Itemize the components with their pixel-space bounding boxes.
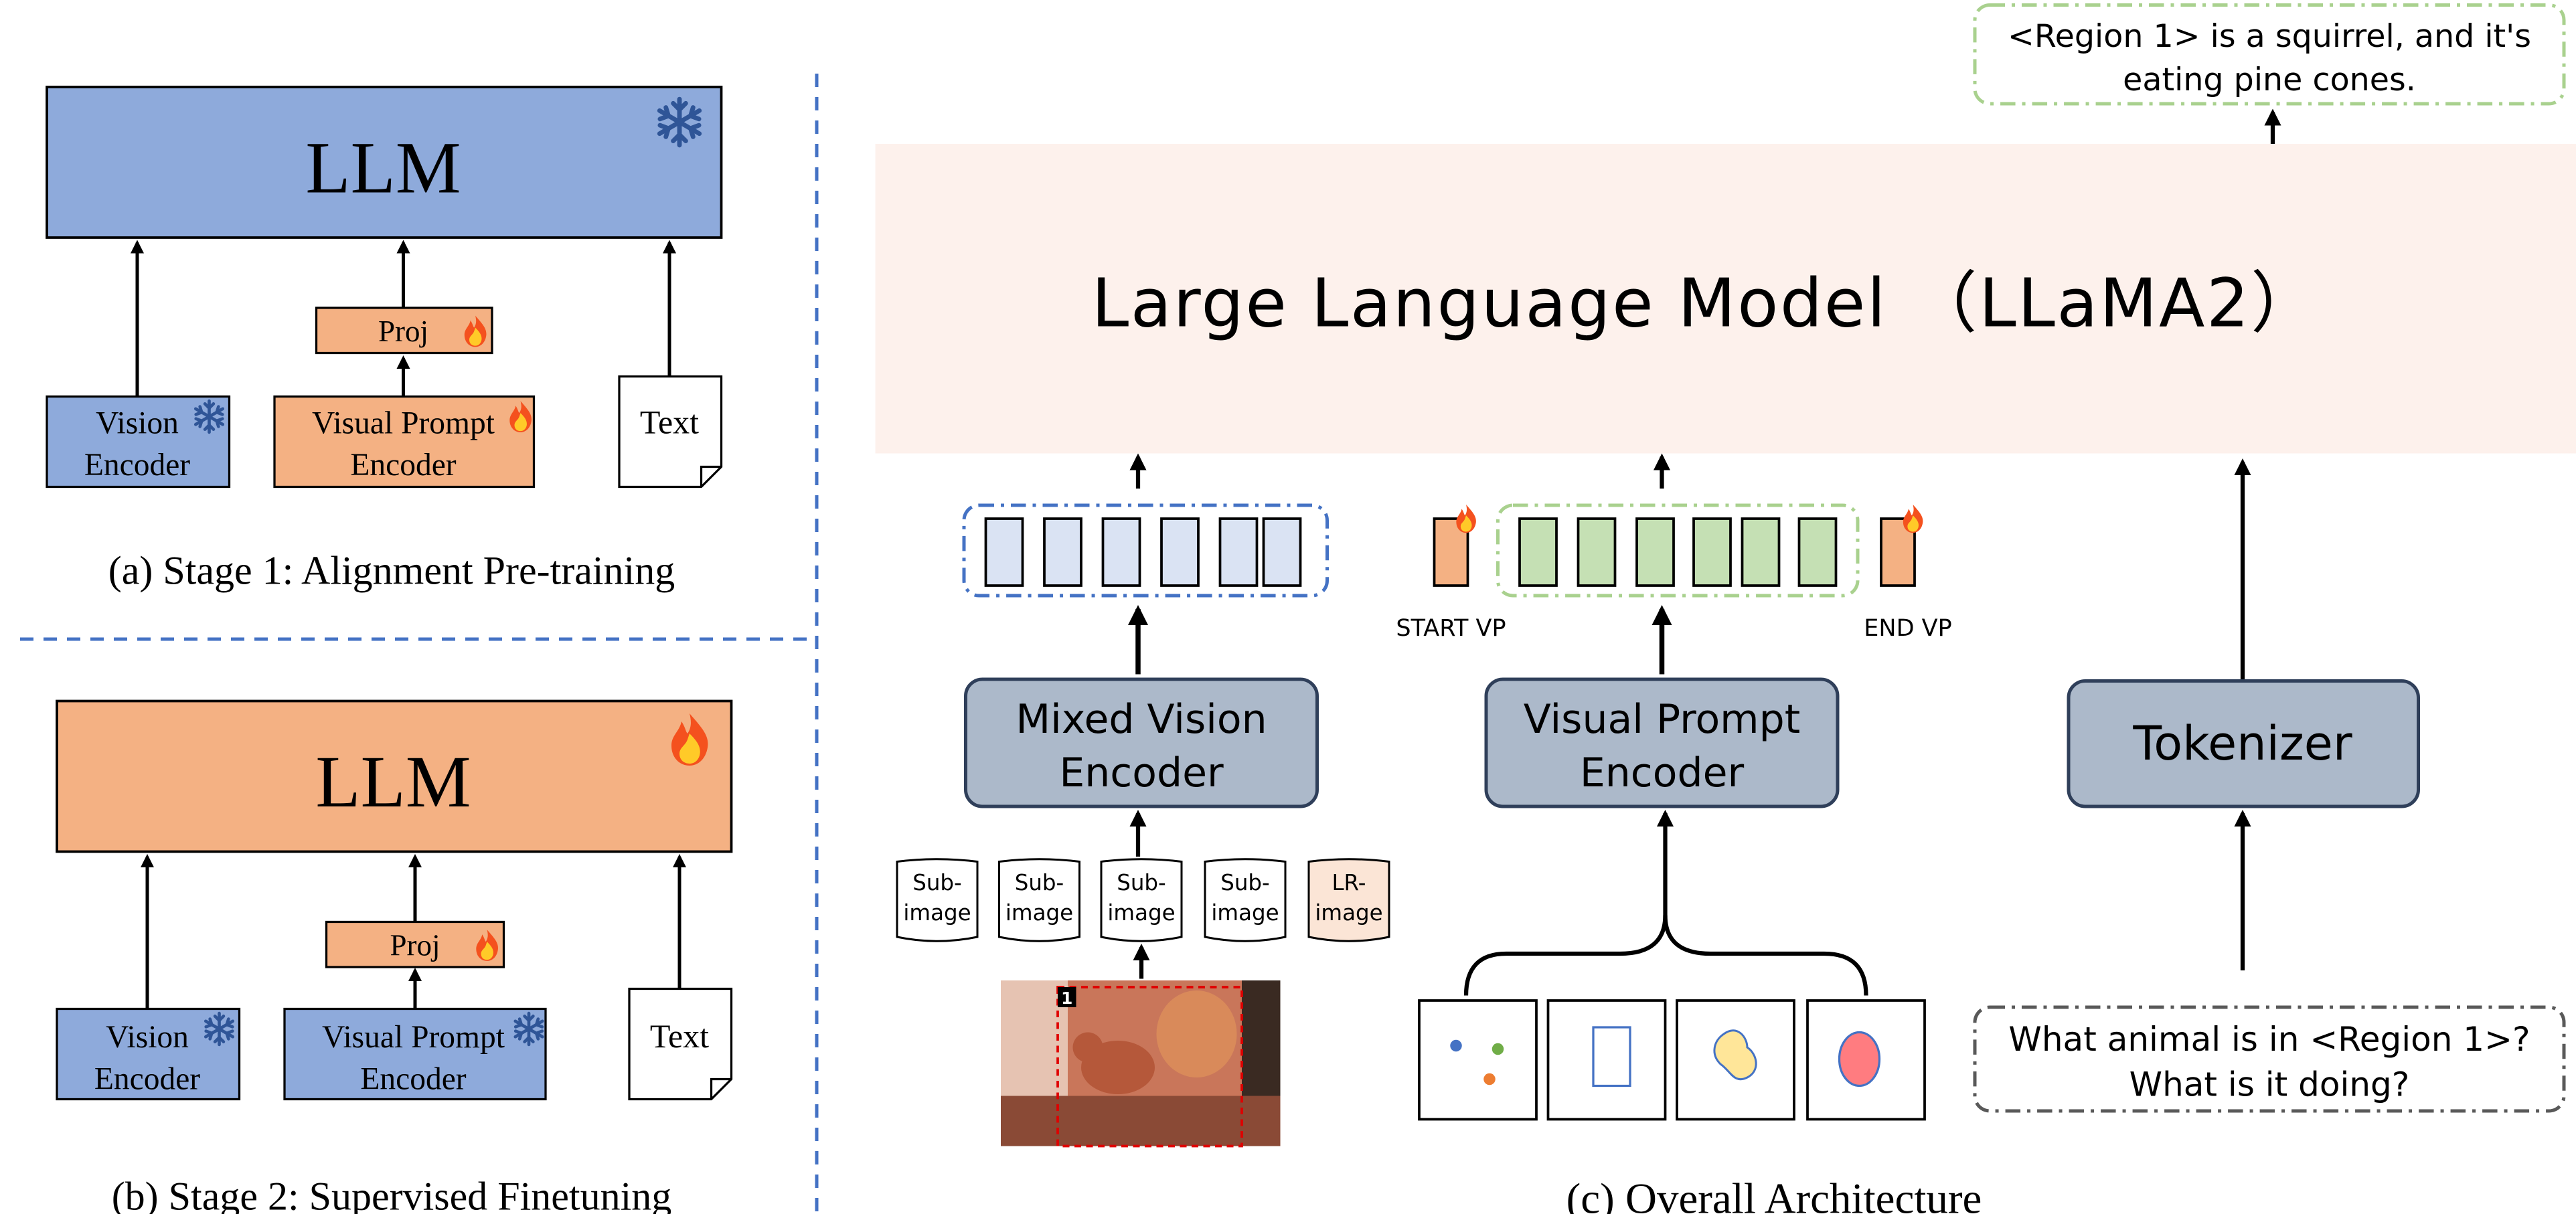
region-marker xyxy=(1058,987,1076,1007)
stage1-panel: LLM Proj Vision Encoder Visual Prompt En… xyxy=(46,86,723,593)
stage1-proj-box xyxy=(315,307,493,355)
start-vp-label: START VP xyxy=(1396,615,1506,642)
output-text: eating pine cones. xyxy=(2123,62,2416,98)
stage2-vp-encoder-label: Encoder xyxy=(360,1062,466,1097)
stage2-text-doc xyxy=(628,987,733,1101)
visual-token xyxy=(1101,517,1141,587)
output-box xyxy=(1973,3,2566,106)
mixed-vision-encoder-label: Encoder xyxy=(1059,750,1224,796)
question-box xyxy=(1973,1005,2566,1113)
squirrel-photo: 1 xyxy=(1001,980,1281,1148)
prompt-token xyxy=(1518,517,1558,587)
prompt-brace xyxy=(1463,915,1868,996)
question-text: What animal is in <Region 1>? xyxy=(2008,1020,2530,1059)
stage1-vp-encoder-label: Visual Prompt xyxy=(312,406,495,441)
stage1-vision-encoder-label: Encoder xyxy=(84,448,190,483)
start-vp-token xyxy=(1433,517,1469,587)
stage1-llm-label: LLM xyxy=(305,127,461,209)
stage2-caption: (b) Stage 2: Supervised Finetuning xyxy=(112,1175,672,1214)
tile-label: image xyxy=(1315,900,1382,926)
stage1-vp-encoder-label: Encoder xyxy=(350,448,456,483)
point-prompt xyxy=(1418,999,1538,1121)
region-marker-label: 1 xyxy=(1061,988,1072,1008)
stage2-vision-encoder-label: Vision xyxy=(106,1020,189,1055)
tokenizer-label: Tokenizer xyxy=(2132,716,2352,771)
prompt-token xyxy=(1635,517,1675,587)
stage1-vision-encoder-label: Vision xyxy=(96,406,179,441)
tokenizer-box xyxy=(2067,679,2421,808)
lr-image-tile xyxy=(1307,858,1390,942)
sub-image-tile xyxy=(1100,858,1183,942)
fire-icon xyxy=(1456,504,1476,533)
tile-label: image xyxy=(1211,900,1279,926)
prompt-token xyxy=(1797,517,1838,587)
mixed-vision-encoder-label: Mixed Vision xyxy=(1016,696,1267,743)
visual-token xyxy=(1218,517,1259,587)
stage2-proj-box xyxy=(325,920,505,968)
prompt-tokens xyxy=(1518,517,1838,587)
visual-tokens xyxy=(984,517,1302,587)
visual-prompt-examples xyxy=(1418,999,1926,1121)
tile-label: LR- xyxy=(1332,870,1366,895)
prompt-token xyxy=(1577,517,1617,587)
stage2-vision-encoder-label: Encoder xyxy=(94,1062,200,1097)
tile-label: Sub- xyxy=(1117,870,1166,895)
stage1-text-doc xyxy=(618,375,723,489)
tile-label: image xyxy=(903,900,971,926)
stage2-text-label: Text xyxy=(650,1017,709,1055)
tile-label: Sub- xyxy=(1015,870,1064,895)
visual-prompt-encoder xyxy=(1484,677,1840,808)
sub-image-tile xyxy=(896,858,979,942)
stage1-caption: (a) Stage 1: Alignment Pre-training xyxy=(108,549,675,593)
end-vp-token xyxy=(1880,517,1916,587)
visual-token xyxy=(1043,517,1082,587)
visual-token xyxy=(1262,517,1302,587)
visual-prompt-encoder-label: Visual Prompt xyxy=(1524,696,1800,743)
stage1-proj-label: Proj xyxy=(378,315,428,348)
stage2-panel: LLM Proj Vision Encoder Visual Prompt En… xyxy=(56,699,733,1214)
stage2-vp-encoder xyxy=(283,1007,547,1101)
tile-label: Sub- xyxy=(912,870,962,895)
tile-label: image xyxy=(1005,900,1073,926)
llm-block xyxy=(875,144,2576,454)
visual-token xyxy=(1160,517,1200,587)
region-box xyxy=(1056,986,1243,1148)
stage1-text-label: Text xyxy=(640,404,699,441)
prompt-token xyxy=(1741,517,1781,587)
output-text: <Region 1> is a squirrel, and it's xyxy=(2008,18,2531,55)
overall-caption: (c) Overall Architecture xyxy=(1566,1175,1982,1214)
overall-panel: <Region 1> is a squirrel, and it's eatin… xyxy=(875,3,2576,1214)
image-tiles: Sub- image Sub- image Sub- image Sub- im… xyxy=(896,858,1390,942)
end-vp-label: END VP xyxy=(1864,615,1951,642)
tile-label: image xyxy=(1107,900,1175,926)
tile-label: Sub- xyxy=(1220,870,1270,895)
llm-title: Large Language Model （LLaMA2） xyxy=(1092,264,2320,343)
stage1-vp-encoder xyxy=(273,395,536,489)
question-text: What is it doing? xyxy=(2129,1065,2410,1104)
stage1-llm-box xyxy=(46,86,723,239)
stage2-vp-encoder-label: Visual Prompt xyxy=(322,1020,505,1055)
mixed-vision-encoder xyxy=(964,677,1319,808)
sub-image-tile xyxy=(1204,858,1287,942)
stage2-llm-box xyxy=(56,699,733,853)
visual-prompt-encoder-label: Encoder xyxy=(1580,750,1745,796)
prompt-token xyxy=(1692,517,1732,587)
stage2-llm-label: LLM xyxy=(315,741,471,822)
visual-token xyxy=(984,517,1024,587)
sub-image-tile xyxy=(998,858,1081,942)
stage2-proj-label: Proj xyxy=(390,929,440,962)
fire-icon xyxy=(1903,504,1923,533)
